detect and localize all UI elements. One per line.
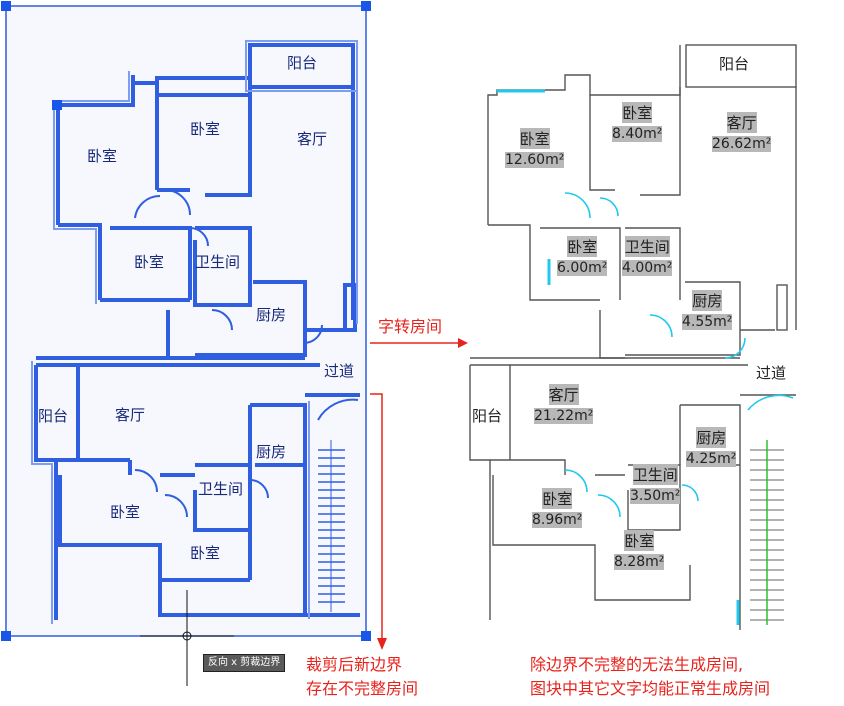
left-walls-ghost bbox=[31, 40, 358, 624]
right-walls bbox=[469, 44, 797, 630]
command-tooltip: 反向 x 剪裁边界 bbox=[203, 654, 286, 672]
grip-bottom-left[interactable] bbox=[1, 631, 11, 641]
left-doors bbox=[134, 189, 359, 518]
left-stairs bbox=[318, 440, 345, 612]
right-note-line-1: 除边界不完整的无法生成房间, bbox=[530, 655, 744, 674]
crosshair-cursor-icon bbox=[140, 590, 234, 686]
arrow-label: 字转房间 bbox=[378, 317, 443, 336]
grip-top-left[interactable] bbox=[1, 1, 11, 11]
right-note-line-2: 图块中其它文字均能正常生成房间 bbox=[530, 679, 771, 698]
left-note-line-2: 存在不完整房间 bbox=[306, 679, 419, 698]
right-stairs bbox=[750, 440, 784, 625]
right-doors bbox=[497, 89, 794, 625]
selection-grips[interactable] bbox=[1, 1, 371, 641]
left-walls bbox=[34, 43, 360, 620]
grip-top-right[interactable] bbox=[361, 1, 371, 11]
left-note-line-1: 裁剪后新边界 bbox=[306, 655, 403, 674]
grip-bottom-right[interactable] bbox=[361, 631, 371, 641]
grip-plan-corner[interactable] bbox=[52, 100, 62, 110]
